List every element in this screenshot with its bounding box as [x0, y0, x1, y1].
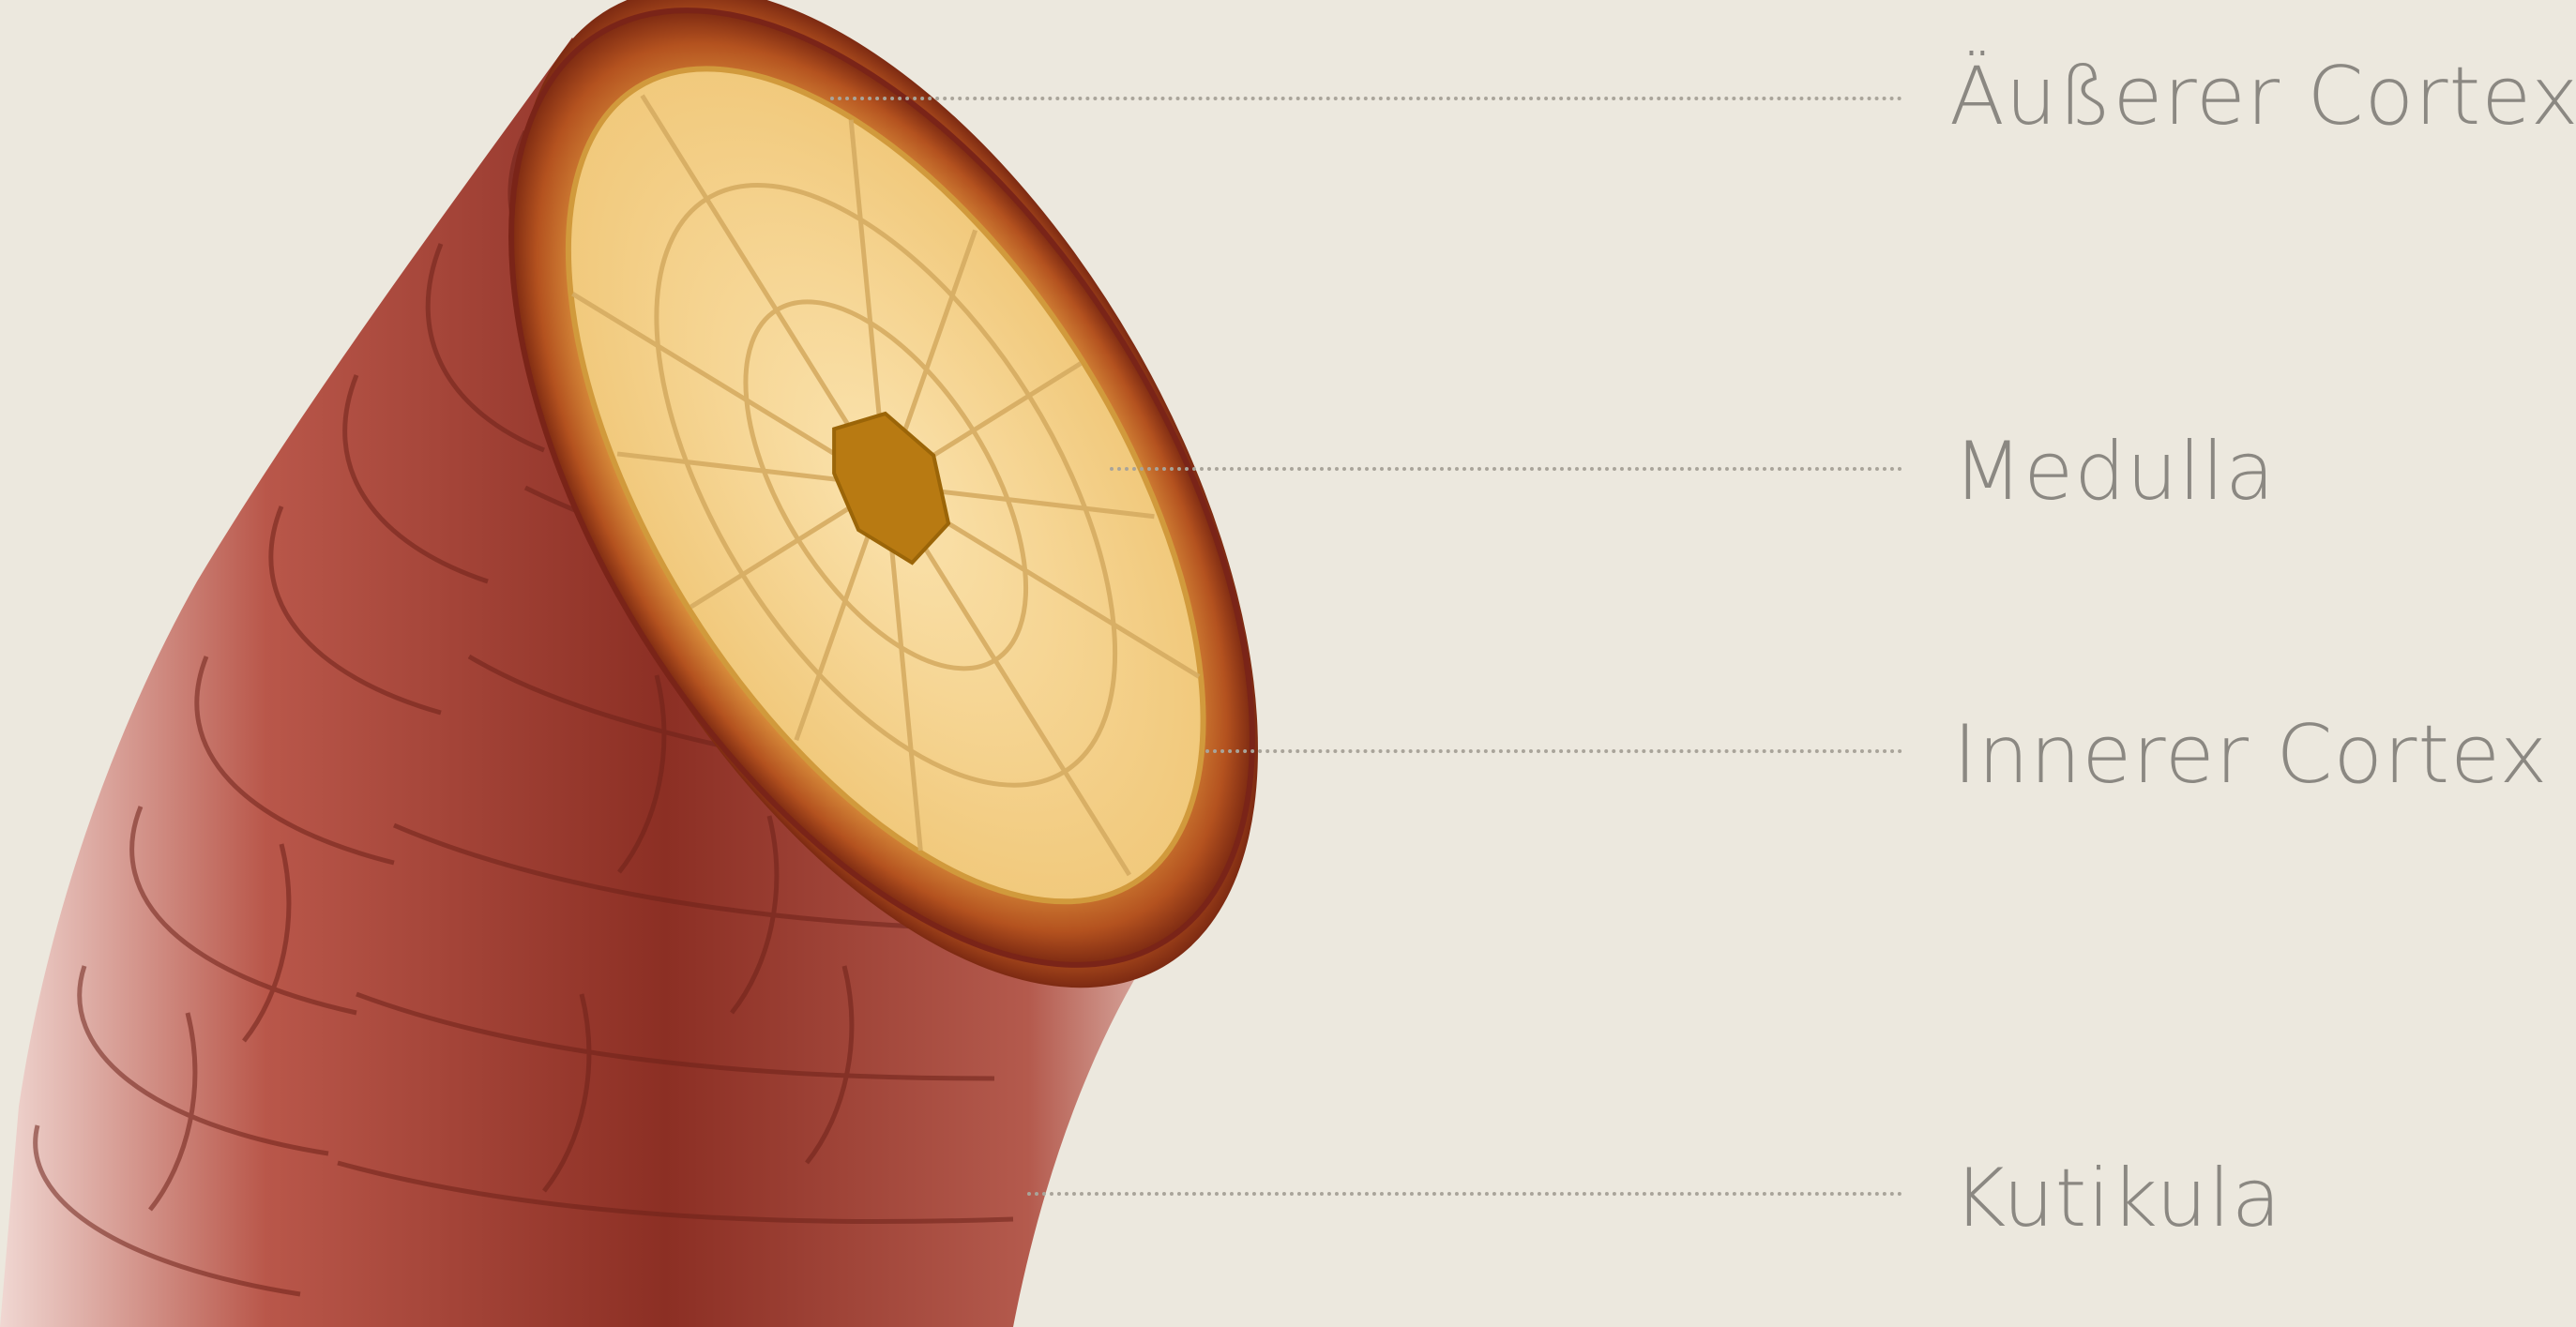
label-cuticle: Kutikula [1953, 1158, 2282, 1239]
leader-line-cuticle [1027, 1192, 1902, 1196]
label-outer-cortex: Äußerer Cortex [1949, 56, 2576, 137]
leader-line-inner-cortex [1205, 749, 1902, 753]
leader-line-medulla [1110, 467, 1902, 471]
leader-line-outer-cortex [830, 97, 1902, 100]
label-inner-cortex: Innerer Cortex [1953, 715, 2548, 795]
label-medulla: Medulla [1953, 431, 2276, 512]
